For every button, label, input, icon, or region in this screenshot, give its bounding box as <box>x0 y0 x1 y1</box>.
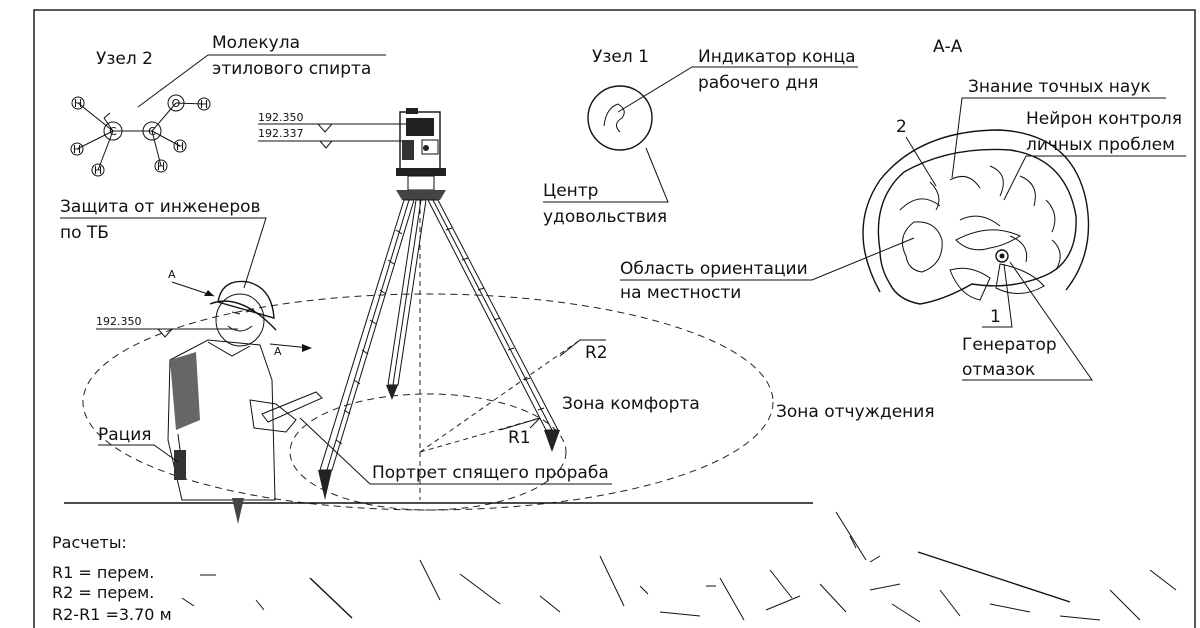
protection-label: Защита от инженеров <box>60 197 261 217</box>
generator-label: Генератор <box>962 335 1057 355</box>
comfort-zone-label: Зона комфорта <box>562 394 700 414</box>
radio-label: Рация <box>98 425 152 445</box>
center-leader <box>543 147 669 203</box>
generator-point <box>995 249 1009 263</box>
indicator-label: Индикатор конца <box>698 47 856 67</box>
orientation-leader <box>620 237 915 281</box>
section-a-mark: A <box>168 268 176 281</box>
orientation-label: Область ориентации <box>620 259 808 279</box>
node1-detail-circle <box>587 85 653 151</box>
total-station-tripod <box>318 108 560 500</box>
scattered-debris <box>181 511 1177 623</box>
exact-sciences-label: Знание точных наук <box>968 77 1151 97</box>
neuron-label: личных проблем <box>1026 135 1175 155</box>
helmet-elevation: 192.350 <box>96 315 238 338</box>
carbon-atom-1 <box>103 121 123 141</box>
calculation-line: R2-R1 =3.70 м <box>52 605 172 624</box>
indicator-leader <box>617 66 858 113</box>
section-a-mark: A <box>274 345 282 358</box>
r1-label: R1 <box>508 428 531 448</box>
node1-detail-sketch <box>603 103 625 133</box>
alienation-zone-label: Зона отчуждения <box>776 402 935 422</box>
protection-leader <box>60 217 267 289</box>
r2-label: R2 <box>585 343 608 363</box>
hydrogen-atom <box>70 142 84 156</box>
r2-radius <box>419 339 581 453</box>
atom-label: H <box>94 164 102 177</box>
molecule-label: Молекула <box>212 33 300 53</box>
section-title: А-А <box>933 37 963 57</box>
hydrogen-atom <box>71 96 85 110</box>
neuron-leader <box>1003 155 1186 201</box>
portrait-label: Портрет спящего прораба <box>372 463 609 483</box>
comfort-zone-ellipse <box>289 393 567 511</box>
callout-number-2: 2 <box>896 117 907 137</box>
ethanol-molecule: C C O H H H H H H <box>70 94 211 177</box>
atom-label: H <box>176 140 184 153</box>
oxygen-atom <box>167 94 185 112</box>
elevation-value: 192.337 <box>258 127 304 140</box>
radio-leader <box>98 444 179 463</box>
calculation-line: R1 = перем. <box>52 563 154 582</box>
center-label: Центр <box>543 181 598 201</box>
hydrogen-atom <box>154 159 168 173</box>
atom-label: O <box>172 97 181 110</box>
calculation-line: R2 = перем. <box>52 583 154 602</box>
atom-label: H <box>73 143 81 156</box>
calculations-title: Расчеты: <box>52 533 127 552</box>
elevation-value: 192.350 <box>258 111 304 124</box>
atom-label: H <box>200 98 208 111</box>
protection-label: по ТБ <box>60 223 109 243</box>
callout-number-1: 1 <box>990 307 1001 327</box>
generator-leader <box>962 261 1093 381</box>
hydrogen-atom <box>173 139 187 153</box>
orientation-label: на местности <box>620 283 741 303</box>
center-label: удовольствия <box>543 207 667 227</box>
atom-label: H <box>74 97 82 110</box>
portrait-leader <box>299 417 612 485</box>
indicator-label: рабочего дня <box>698 73 818 93</box>
alienation-zone-ellipse <box>82 293 774 511</box>
instrument-elevation: 192.350 192.337 <box>258 111 418 149</box>
neuron-label: Нейрон контроля <box>1026 109 1182 129</box>
atom-label: H <box>157 160 165 173</box>
molecule-leader <box>137 54 386 108</box>
molecule-label: этилового спирта <box>212 59 371 79</box>
drawing-frame <box>33 9 1196 628</box>
worker-figure <box>167 280 323 524</box>
elevation-value: 192.350 <box>96 315 142 328</box>
carbon-atom-2 <box>142 121 162 141</box>
node2-label: Узел 2 <box>96 49 153 69</box>
exact-sciences-leader <box>951 97 1166 179</box>
atom-label: C <box>109 125 117 138</box>
brain-section <box>862 129 1090 305</box>
hydrogen-atom <box>91 163 105 177</box>
generator-label: отмазок <box>962 360 1035 380</box>
atom-label: C <box>148 125 156 138</box>
node1-label: Узел 1 <box>592 47 649 67</box>
hydrogen-atom <box>197 97 211 111</box>
